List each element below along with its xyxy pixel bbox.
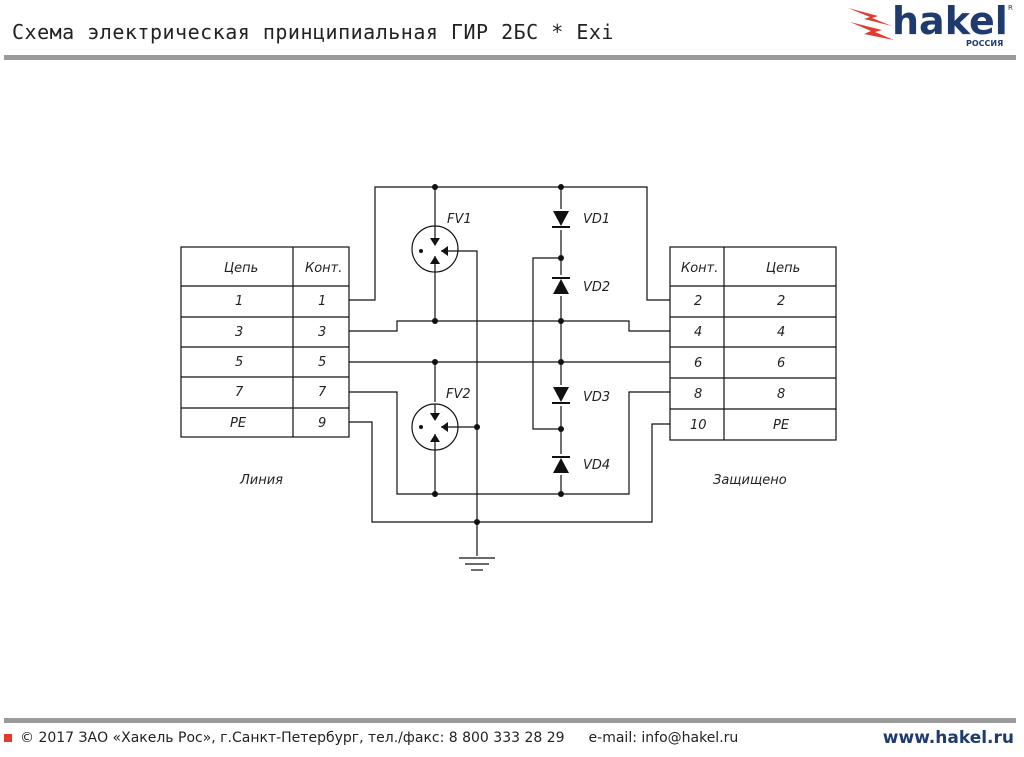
- junction-dots: [432, 184, 564, 525]
- fv1-arrow-icon: [430, 238, 440, 246]
- vd1-diode-icon: [552, 211, 570, 228]
- left-caption: Линия: [239, 473, 283, 488]
- page-title: Схема электрическая принципиальная ГИР 2…: [12, 20, 614, 44]
- logo-mark: R: [1008, 4, 1013, 12]
- left-table-grid: [180, 246, 350, 438]
- vd1-label: VD1: [583, 212, 610, 227]
- fv1-arrester-icon: [411, 225, 459, 273]
- header-divider: [4, 55, 1016, 60]
- left-row-3-contact: 5: [318, 355, 326, 370]
- footer: © 2017 ЗАО «Хакель Рос», г.Санкт-Петербу…: [4, 730, 738, 746]
- right-row-5-circuit: PE: [773, 418, 790, 433]
- left-row-5-circuit: PE: [230, 416, 247, 431]
- vd2-label: VD2: [583, 280, 610, 295]
- logo-sub: РОССИЯ: [966, 39, 1003, 48]
- left-row-2-contact: 3: [318, 325, 326, 340]
- vd3-label: VD3: [583, 390, 610, 405]
- left-row-1-contact: 1: [318, 294, 326, 309]
- fv2-arrow-icon: [430, 413, 440, 421]
- left-row-4-circuit: 7: [235, 385, 244, 400]
- fv1-dot: [419, 249, 423, 253]
- logo-brand: hakel: [892, 0, 1008, 43]
- vd2-diode-icon: [552, 277, 570, 294]
- left-header-contact: Конт.: [305, 261, 342, 276]
- fv1-arrow-icon: [441, 246, 448, 256]
- fv2-arrow-icon: [441, 422, 448, 432]
- right-row-2-contact: 4: [694, 325, 702, 340]
- fv2-dot: [419, 425, 423, 429]
- right-row-5-contact: 10: [690, 418, 707, 433]
- fv1-label: FV1: [447, 212, 472, 227]
- right-row-3-circuit: 6: [777, 356, 785, 371]
- left-row-4-contact: 7: [318, 385, 327, 400]
- right-header-circuit: Цепь: [766, 261, 800, 276]
- hakel-logo: hakel R РОССИЯ: [848, 0, 1013, 48]
- left-row-5-contact: 9: [318, 416, 326, 431]
- right-row-1-contact: 2: [694, 294, 702, 309]
- left-row-3-circuit: 5: [235, 355, 243, 370]
- footer-bullet-icon: [4, 734, 12, 742]
- vd3-diode-icon: [552, 387, 570, 404]
- footer-website-link[interactable]: www.hakel.ru: [882, 728, 1014, 748]
- footer-divider: [4, 718, 1016, 723]
- left-row-2-circuit: 3: [235, 325, 243, 340]
- vd4-diode-icon: [552, 456, 570, 473]
- right-row-1-circuit: 2: [777, 294, 785, 309]
- right-row-3-contact: 6: [694, 356, 702, 371]
- fv1-arrow-icon: [430, 256, 440, 264]
- wires: [349, 186, 670, 571]
- fv2-label: FV2: [446, 387, 471, 402]
- fv2-arrow-icon: [430, 434, 440, 442]
- left-header-circuit: Цепь: [224, 261, 258, 276]
- right-table-grid: [669, 246, 837, 441]
- right-header-contact: Конт.: [681, 261, 718, 276]
- lightning-icon: [848, 8, 894, 40]
- right-row-4-contact: 8: [694, 387, 702, 402]
- fv2-arrester-icon: [411, 403, 459, 451]
- right-row-2-circuit: 4: [777, 325, 785, 340]
- vd4-label: VD4: [583, 458, 610, 473]
- left-row-1-circuit: 1: [235, 294, 243, 309]
- footer-copyright: © 2017 ЗАО «Хакель Рос», г.Санкт-Петербу…: [20, 730, 565, 746]
- right-caption: Защищено: [713, 473, 787, 488]
- footer-email: e-mail: info@hakel.ru: [588, 730, 739, 746]
- right-row-4-circuit: 8: [777, 387, 785, 402]
